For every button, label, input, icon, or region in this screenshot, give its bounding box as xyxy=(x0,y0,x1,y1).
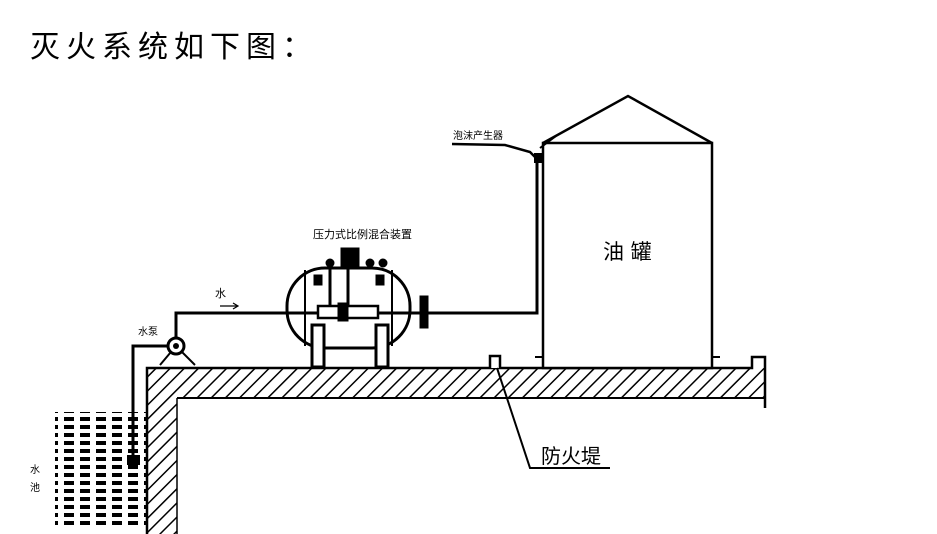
oil-tank xyxy=(535,94,720,370)
pump-icon xyxy=(159,336,196,366)
dike-label: 防火堤 xyxy=(541,444,601,468)
mixer-label: 压力式比例混合装置 xyxy=(313,228,412,241)
flow-arrow-icon xyxy=(220,302,240,310)
water-label: 水 xyxy=(215,287,226,300)
pool-label: 水池 xyxy=(30,465,40,494)
ground xyxy=(145,355,767,534)
fire-dike xyxy=(488,354,502,368)
proportional-mixer xyxy=(280,247,430,369)
foam-generator-label: 泡沫产生器 xyxy=(453,131,503,142)
pump-label: 水泵 xyxy=(138,327,158,338)
tank-label: 油 罐 xyxy=(603,240,652,264)
foam-generator-icon xyxy=(451,135,557,163)
page-title: 灭火系统如下图： xyxy=(30,30,318,65)
dike-leader-line xyxy=(496,367,610,469)
suction-inlet-icon xyxy=(127,455,140,465)
